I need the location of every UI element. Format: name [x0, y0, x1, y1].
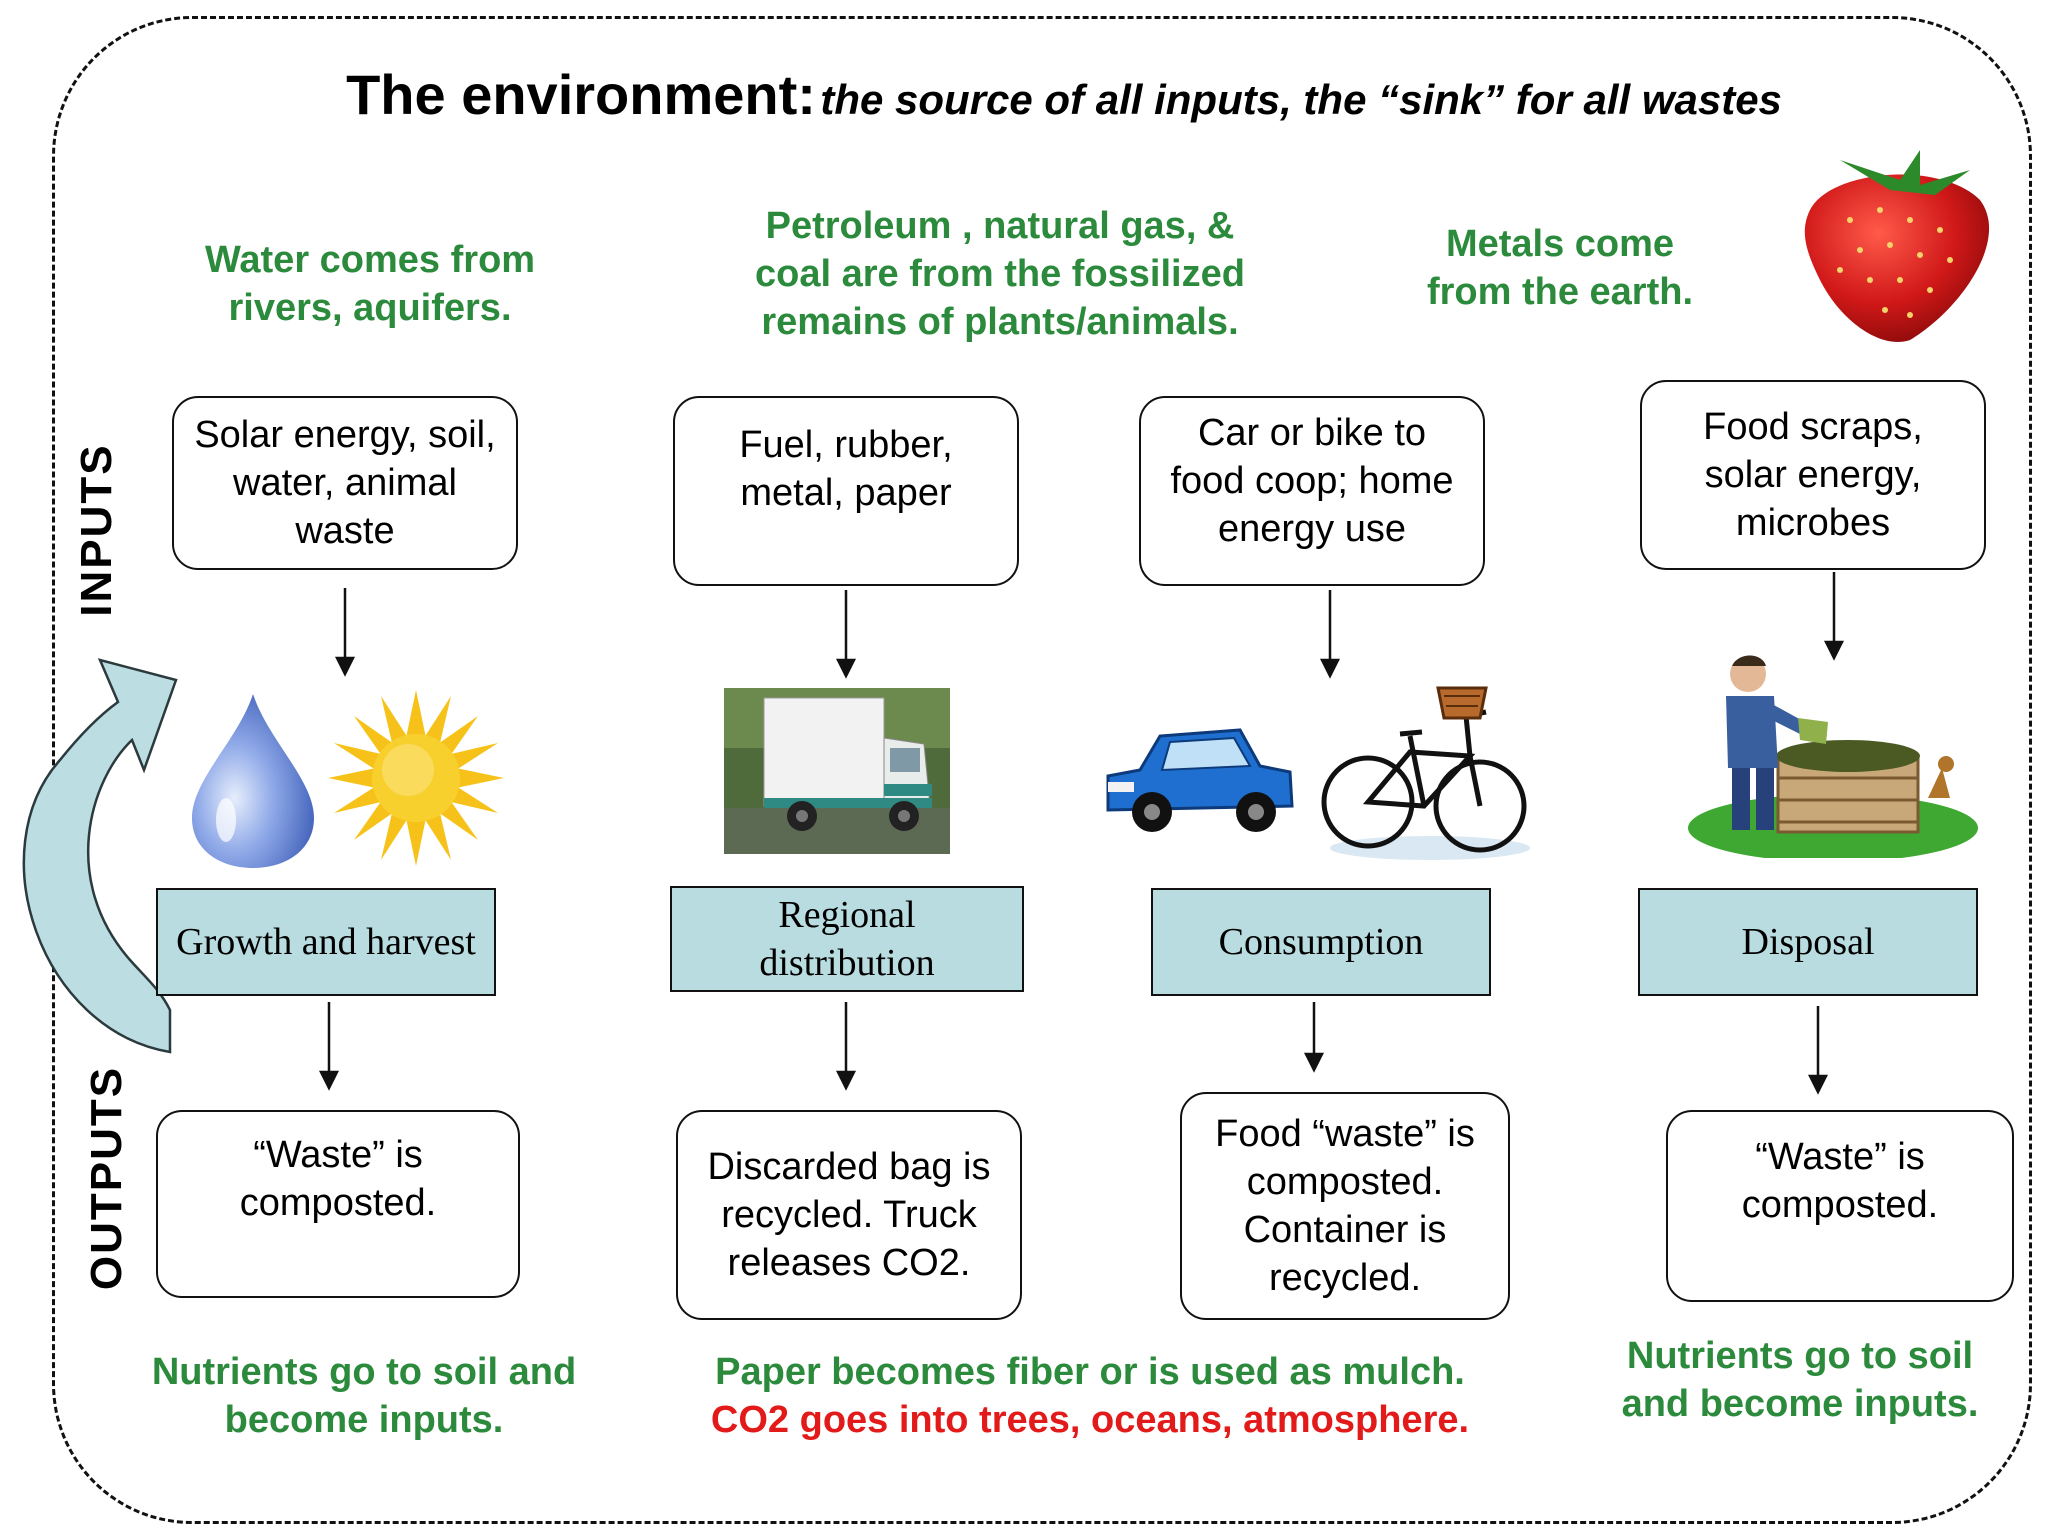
title-sub: the source of all inputs, the “sink” for…	[820, 76, 1782, 123]
strawberry-icon	[1804, 150, 1990, 342]
output-box-distribution: Discarded bag is recycled. Truck release…	[676, 1110, 1022, 1320]
water-drop-icon	[192, 694, 314, 868]
note-middle: Paper becomes fiber or is used as mulch.…	[640, 1348, 1540, 1444]
title-main: The environment:	[346, 63, 816, 126]
input-box-disposal: Food scraps, solar energy, microbes	[1640, 380, 1986, 570]
stage-consumption: Consumption	[1151, 888, 1491, 996]
source-metals-text: Metals come from the earth.	[1426, 223, 1694, 313]
input-box-consumption: Car or bike to food coop; home energy us…	[1139, 396, 1485, 586]
cycle-arrow-icon	[22, 658, 178, 1054]
note-right: Nutrients go to soil and become inputs.	[1621, 1335, 1979, 1425]
page-title: The environment: the source of all input…	[0, 62, 2048, 127]
output-box-disposal: “Waste” is composted.	[1666, 1110, 2014, 1302]
stage-regional-distribution: Regional distribution	[670, 886, 1024, 992]
note-left: Nutrients go to soil and become inputs.	[151, 1351, 577, 1441]
car-icon	[1106, 728, 1294, 832]
note-middle-red: CO2 goes into trees, oceans, atmosphere.	[710, 1399, 1470, 1441]
note-middle-green: Paper becomes fiber or is used as mulch.	[715, 1351, 1465, 1393]
source-fossil-text: Petroleum , natural gas, & coal are from…	[755, 205, 1245, 343]
input-box-distribution: Fuel, rubber, metal, paper	[673, 396, 1019, 586]
output-box-growth: “Waste” is composted.	[156, 1110, 520, 1298]
input-box-growth: Solar energy, soil, water, animal waste	[172, 396, 518, 570]
stage-growth-and-harvest: Growth and harvest	[156, 888, 496, 996]
source-water-text: Water comes from rivers, aquifers.	[204, 239, 536, 329]
truck-icon	[724, 688, 950, 854]
sun-icon	[328, 690, 504, 866]
bicycle-icon	[1321, 686, 1530, 860]
output-box-consumption: Food “waste” is composted. Container is …	[1180, 1092, 1510, 1320]
stage-disposal: Disposal	[1638, 888, 1978, 996]
composting-person-icon	[1688, 655, 1978, 858]
